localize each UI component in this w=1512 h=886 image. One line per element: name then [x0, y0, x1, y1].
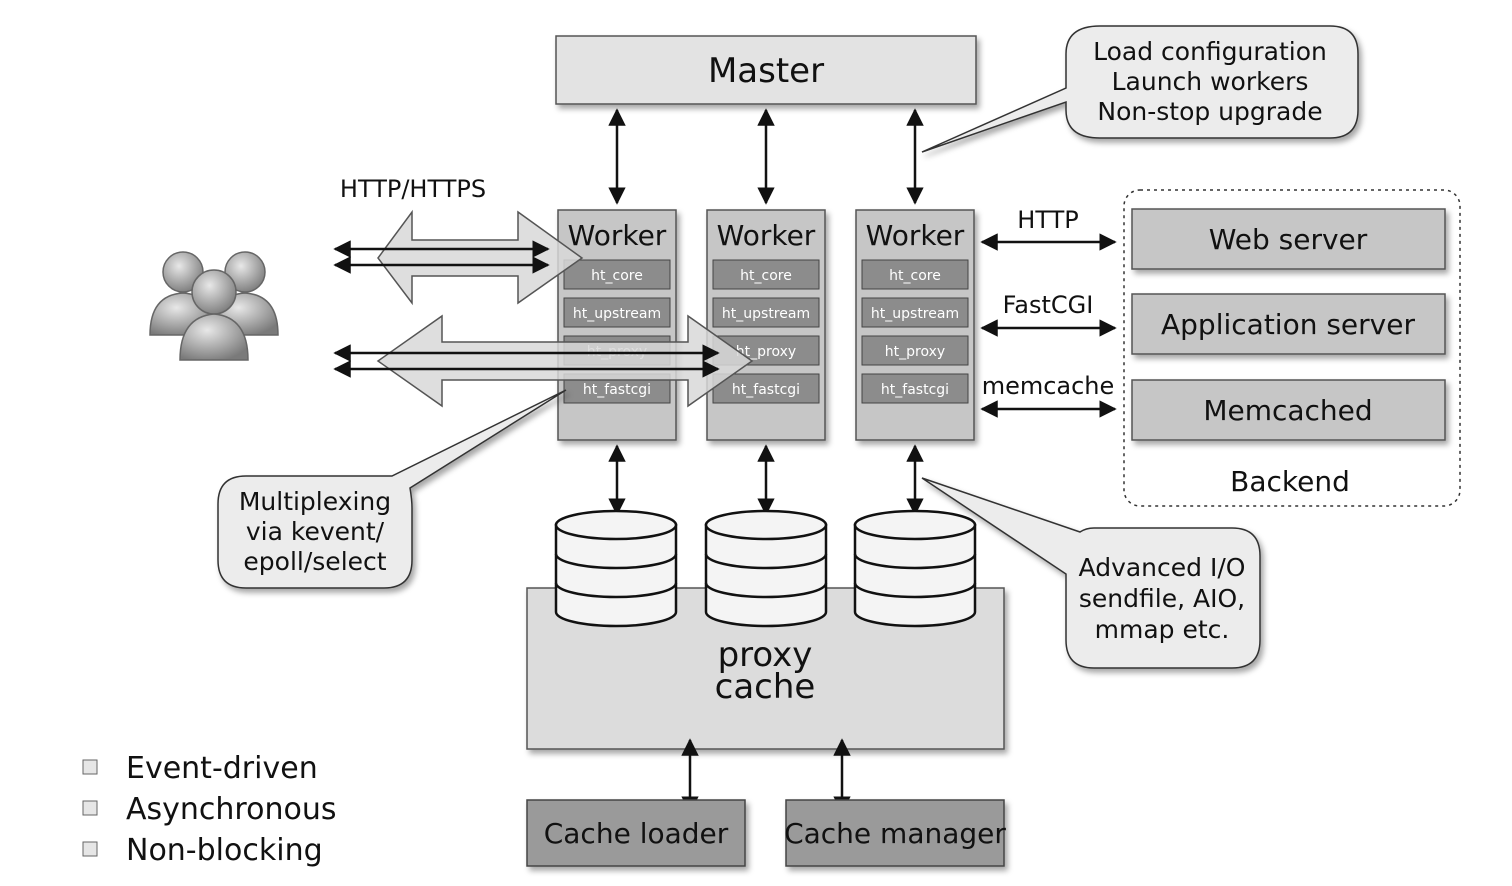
module-label: ht_core — [740, 268, 792, 284]
users-icon — [149, 251, 279, 361]
memcached-label: Memcached — [1203, 394, 1372, 427]
master-callout-line-2: Launch workers — [1112, 67, 1309, 96]
bullet-icon — [82, 841, 98, 857]
multiplex-callout-line-2: via kevent/ — [246, 517, 385, 546]
io-callout-line-1: Advanced I/O — [1079, 553, 1246, 582]
module-label: ht_fastcgi — [881, 382, 949, 398]
worker-2: Worker ht_core ht_upstream ht_proxy ht_f… — [706, 209, 826, 441]
master-worker-arrows — [608, 108, 924, 205]
worker-label: Worker — [866, 219, 965, 252]
worker-label: Worker — [717, 219, 816, 252]
web-server-box — [1131, 208, 1446, 270]
worker-label: Worker — [568, 219, 667, 252]
application-server-box — [1131, 293, 1446, 355]
module-label: ht_proxy — [885, 344, 945, 360]
cache-manager-label: Cache manager — [784, 817, 1006, 850]
module-label: ht_fastcgi — [732, 382, 800, 398]
disk-stack-2 — [704, 509, 828, 628]
worker-3: Worker ht_core ht_upstream ht_proxy ht_f… — [855, 209, 975, 441]
module-label: ht_core — [889, 268, 941, 284]
module-label: ht_proxy — [736, 344, 796, 360]
master-callout: Load configuration Launch workers Non-st… — [921, 25, 1359, 153]
master-box: Master — [555, 35, 977, 105]
multiplex-callout: Multiplexing via kevent/ epoll/select — [217, 389, 567, 589]
feature-item: Asynchronous — [126, 792, 336, 827]
feature-item: Event-driven — [126, 751, 318, 786]
protocol-http-label: HTTP — [1017, 206, 1078, 234]
multiplex-callout-line-1: Multiplexing — [239, 487, 391, 516]
application-server-label: Application server — [1161, 308, 1415, 341]
client-connection-arrow-1 — [333, 209, 584, 306]
memcached-box — [1131, 379, 1446, 441]
feature-list: Event-driven Asynchronous Non-blocking — [82, 751, 336, 868]
proxy-cache-line-2: cache — [715, 667, 816, 707]
worker-cache-arrows — [608, 444, 924, 516]
master-label: Master — [708, 51, 824, 91]
io-callout-line-2: sendfile, AIO, — [1079, 584, 1245, 613]
disk-stack-3 — [853, 509, 977, 628]
io-callout-line-3: mmap etc. — [1095, 615, 1230, 644]
proxy-cache-line-1: proxy — [718, 635, 813, 675]
module-label: ht_upstream — [871, 306, 959, 322]
worker-1: Worker ht_core ht_upstream ht_proxy ht_f… — [557, 209, 677, 441]
cache-loader-label: Cache loader — [544, 817, 729, 850]
cache-manager-box: Cache manager — [784, 799, 1006, 867]
bullet-icon — [82, 759, 98, 775]
master-callout-line-3: Non-stop upgrade — [1097, 97, 1322, 126]
backend-group: Web server Application server Memcached … — [1123, 189, 1461, 507]
cache-loader-box: Cache loader — [526, 799, 746, 867]
module-label: ht_core — [591, 268, 643, 284]
module-label: ht_upstream — [573, 306, 661, 322]
master-callout-line-1: Load configuration — [1093, 37, 1327, 66]
feature-item: Non-blocking — [126, 833, 323, 868]
web-server-label: Web server — [1209, 223, 1368, 256]
disk-stack-1 — [554, 509, 678, 628]
client-connection-arrow-2 — [333, 314, 754, 408]
client-protocol-label: HTTP/HTTPS — [340, 175, 486, 203]
module-label: ht_upstream — [722, 306, 810, 322]
protocol-fastcgi-label: FastCGI — [1003, 291, 1094, 319]
multiplex-callout-line-3: epoll/select — [243, 547, 386, 576]
protocol-memcache-label: memcache — [982, 372, 1115, 400]
backend-protocols: HTTP FastCGI memcache — [980, 206, 1117, 418]
module-label: ht_fastcgi — [583, 382, 651, 398]
io-callout: Advanced I/O sendfile, AIO, mmap etc. — [921, 477, 1261, 669]
bullet-icon — [82, 800, 98, 816]
backend-label: Backend — [1230, 465, 1350, 498]
